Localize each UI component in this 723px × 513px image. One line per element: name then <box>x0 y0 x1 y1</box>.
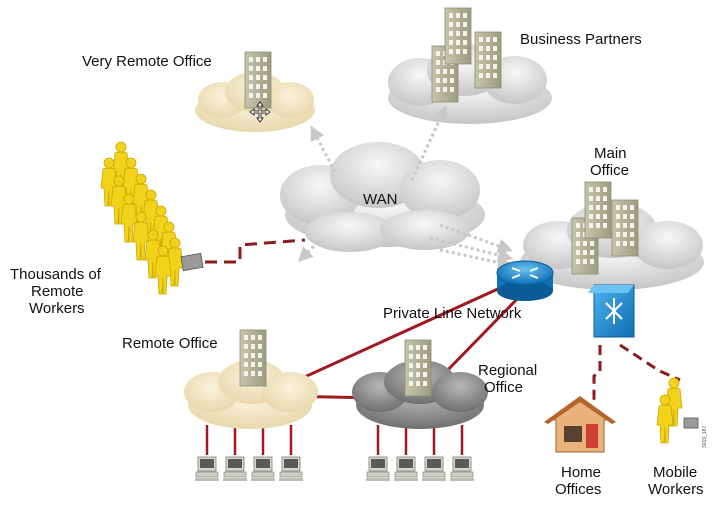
remote-office-building-icon <box>239 329 267 387</box>
private-line-network-label: Private Line Network <box>383 305 522 322</box>
switch-icon <box>588 284 635 338</box>
figure-id-label: 3019_187 <box>702 426 708 448</box>
regional-office-label-line1: Regional <box>478 362 537 379</box>
remote-office-label: Remote Office <box>122 335 218 352</box>
remote-workers-dashed-link <box>205 238 306 264</box>
remote-workers-label-line1: Thousands of <box>10 266 102 283</box>
business-partners-label: Business Partners <box>520 31 642 48</box>
very-remote-office-cloud <box>195 72 315 132</box>
move-cursor-icon <box>249 101 271 123</box>
mobile-workers-label-line2: Workers <box>648 481 704 498</box>
mobile-workers-label-line1: Mobile <box>653 464 697 481</box>
remote-workers-label-line2: Remote <box>31 283 84 300</box>
home-offices-label-line1: Home <box>561 464 601 481</box>
wan-cloud <box>280 142 485 252</box>
laptop-bag-icon <box>180 252 204 272</box>
wan-label: WAN <box>363 191 397 208</box>
remote-workers-person-icon <box>100 141 184 295</box>
regional-office-label-line2: Office <box>484 379 523 396</box>
regional-office-pc-icon <box>365 456 475 482</box>
main-office-label-line2: Office <box>590 162 629 179</box>
switch-dashed-links <box>592 343 681 402</box>
vpn-arrows <box>297 105 513 270</box>
regional-office-cloud <box>352 360 488 429</box>
remote-workers-label-line3: Workers <box>29 300 85 317</box>
mobile-laptop-bag-icon <box>683 417 699 429</box>
very-remote-office-label: Very Remote Office <box>82 53 212 70</box>
remote-office-pc-icon <box>194 456 304 482</box>
main-office-label-line1: Main <box>594 145 627 162</box>
house-icon <box>544 396 616 453</box>
regional-office-building-icon <box>404 339 432 397</box>
mobile-worker-person-icon <box>656 377 683 444</box>
home-offices-label-line2: Offices <box>555 481 601 498</box>
router-icon <box>496 260 554 301</box>
pc-connection-lines <box>205 425 464 455</box>
very-remote-office-building-icon <box>244 51 272 109</box>
